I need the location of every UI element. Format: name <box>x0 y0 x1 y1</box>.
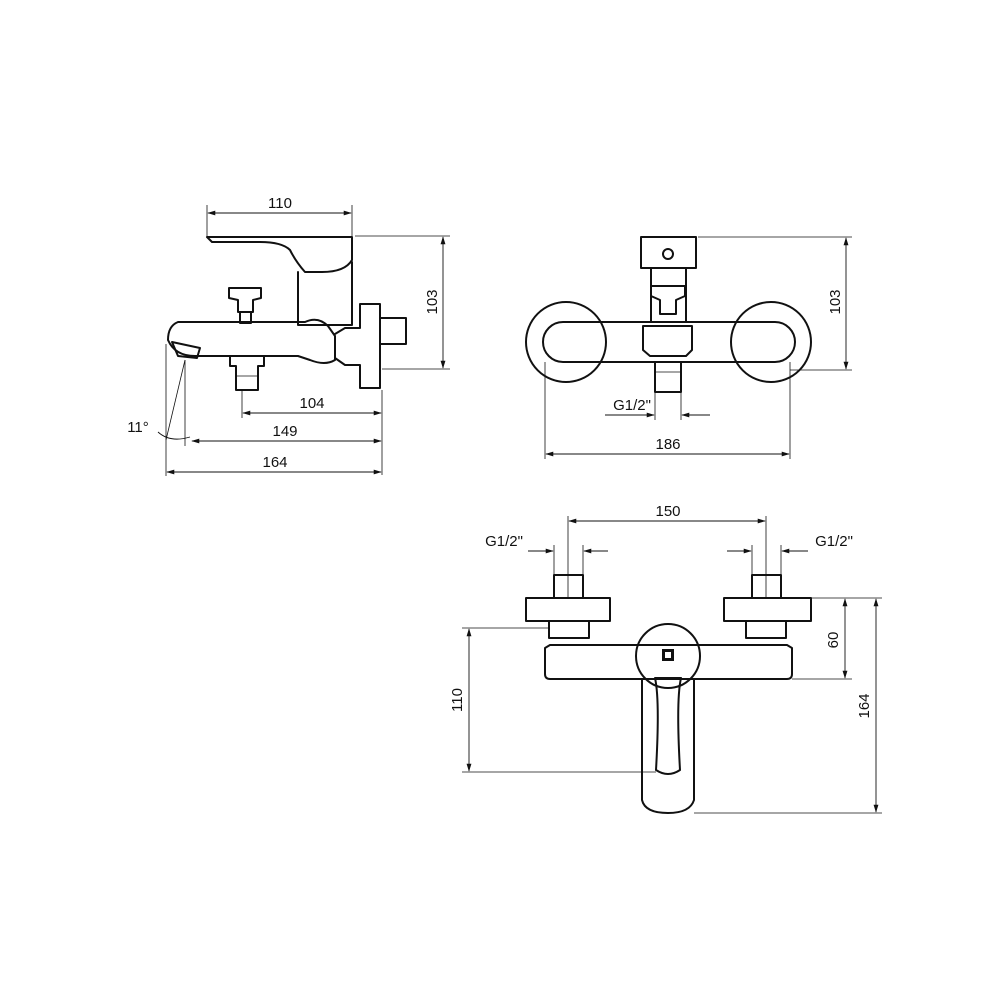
lever-handle <box>206 236 353 273</box>
dim-110-top-label: 110 <box>449 688 466 712</box>
handle-cap <box>635 623 701 689</box>
dim-104-label: 104 <box>299 395 324 412</box>
right-connector-thread <box>751 574 782 599</box>
front-outlet-thread <box>654 361 682 393</box>
right-nut <box>745 620 787 639</box>
right-escutcheon <box>730 301 812 383</box>
thread-left-label: G1/2" <box>485 533 523 550</box>
left-escutcheon <box>525 301 607 383</box>
left-nut <box>548 620 590 639</box>
front-view: 103 G1/2" 186 <box>525 236 852 459</box>
top-body <box>544 644 793 680</box>
left-plate <box>525 597 611 622</box>
diverter-knob <box>228 287 262 313</box>
front-lever <box>640 236 697 269</box>
top-view: 150 G1/2" G1/2" 60 164 110 <box>449 503 882 814</box>
front-outlet-coupling <box>642 325 693 357</box>
right-plate <box>723 597 812 622</box>
connector-nut <box>379 317 407 345</box>
wall-connector <box>334 303 381 389</box>
dim-103-front-label: 103 <box>827 289 844 314</box>
bath-outlet <box>229 355 265 391</box>
dim-149-label: 149 <box>272 423 297 440</box>
spout-aerator <box>171 341 201 359</box>
thread-right-label: G1/2" <box>815 533 853 550</box>
front-thread-label: G1/2" <box>613 397 651 414</box>
spout-body <box>167 318 336 364</box>
angle-11-label: 11° <box>127 419 149 436</box>
dim-150-label: 150 <box>655 503 680 520</box>
front-body <box>542 321 796 363</box>
indicator-dot <box>662 248 674 260</box>
handle-recess <box>654 677 682 775</box>
dim-110-label: 110 <box>268 195 292 212</box>
front-diverter-knob <box>650 285 686 315</box>
dim-103-side-label: 103 <box>424 289 441 314</box>
dim-186-label: 186 <box>655 436 680 453</box>
side-view: 110 103 104 149 164 11° <box>127 195 450 476</box>
cartridge-body <box>297 261 353 326</box>
dim-164-top-label: 164 <box>856 693 873 718</box>
dim-164-side-label: 164 <box>262 454 287 471</box>
left-connector-thread <box>553 574 584 599</box>
top-handle <box>641 678 695 814</box>
dim-60-label: 60 <box>825 632 842 649</box>
